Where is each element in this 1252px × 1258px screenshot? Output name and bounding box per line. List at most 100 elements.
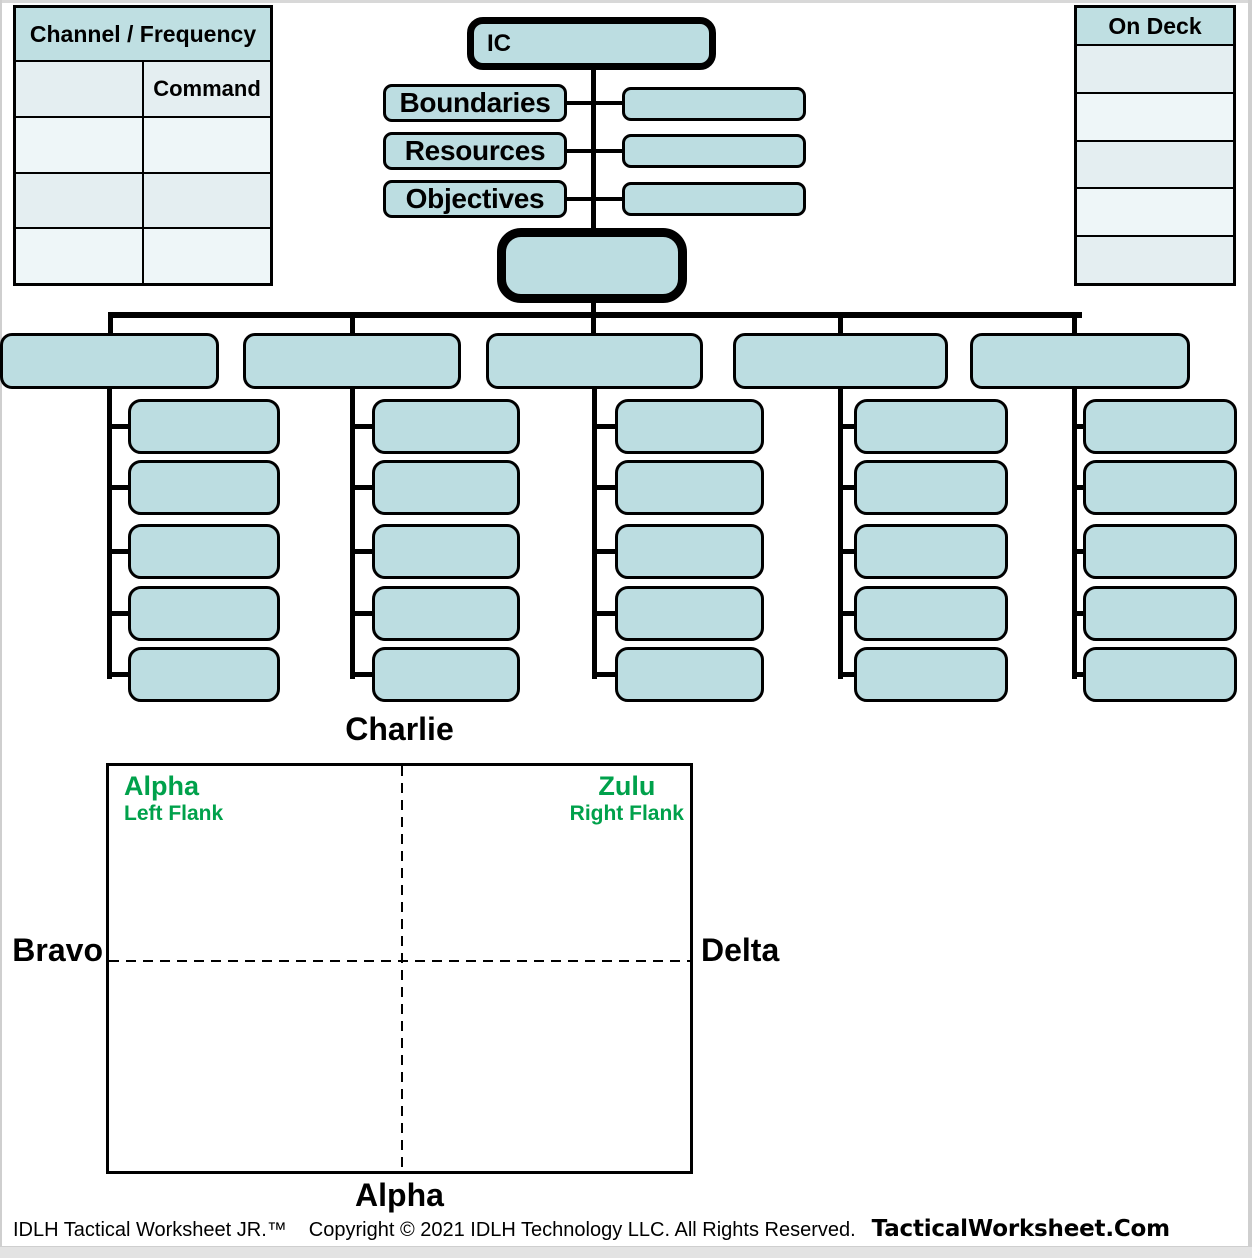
unit-box[interactable]: [372, 524, 520, 579]
connector-stub: [591, 312, 596, 336]
unit-box[interactable]: [1083, 399, 1237, 454]
building-sketch-area[interactable]: Alpha Left Flank Zulu Right Flank: [106, 763, 693, 1174]
division-box[interactable]: [486, 333, 703, 389]
org-column-3: [486, 333, 764, 705]
on-deck-slot[interactable]: [1077, 237, 1233, 283]
connector-stub: [350, 312, 355, 336]
unit-box[interactable]: [615, 586, 764, 641]
sector-subtitle: Right Flank: [569, 802, 684, 825]
unit-box[interactable]: [854, 524, 1008, 579]
command-spine-line: [591, 68, 596, 316]
page-bottom-bar: [0, 1246, 1252, 1258]
connector-stub: [354, 549, 372, 554]
connector-stub: [1076, 611, 1083, 616]
connector-stub: [596, 549, 615, 554]
side-label-charlie: Charlie: [345, 711, 454, 747]
assignment-cell[interactable]: [144, 174, 270, 228]
org-trunk-line: [592, 387, 597, 679]
division-box[interactable]: [243, 333, 461, 389]
on-deck-slot[interactable]: [1077, 189, 1233, 238]
connector-stub: [354, 424, 372, 429]
table-row: [16, 229, 270, 283]
table-row: [16, 173, 270, 230]
resources-field[interactable]: [622, 134, 806, 168]
assignment-cell[interactable]: [144, 118, 270, 172]
connector-stub: [842, 549, 854, 554]
unit-box[interactable]: [128, 399, 280, 454]
connector-stub: [354, 672, 372, 677]
division-box[interactable]: [0, 333, 219, 389]
connector-stub: [596, 672, 615, 677]
boundaries-field[interactable]: [622, 87, 806, 121]
unit-box[interactable]: [1083, 460, 1237, 515]
channel-cell[interactable]: [16, 62, 144, 116]
unit-box[interactable]: [372, 586, 520, 641]
connector-stub: [842, 672, 854, 677]
boundaries-label: Boundaries: [383, 84, 567, 122]
org-column-5: [970, 333, 1237, 705]
unit-box[interactable]: [854, 647, 1008, 702]
unit-box[interactable]: [1083, 647, 1237, 702]
unit-box[interactable]: [372, 460, 520, 515]
channel-frequency-table: Channel / Frequency Command: [13, 5, 273, 286]
org-trunk-line: [1072, 387, 1077, 679]
side-label-delta: Delta: [701, 932, 780, 968]
page-border-top: [0, 0, 1252, 3]
unit-box[interactable]: [615, 460, 764, 515]
on-deck-slot[interactable]: [1077, 46, 1233, 94]
org-column-1: [0, 333, 280, 705]
connector-stub: [111, 485, 128, 490]
unit-box[interactable]: [128, 524, 280, 579]
unit-box[interactable]: [854, 586, 1008, 641]
sector-label-zulu-right-flank: Zulu Right Flank: [570, 771, 684, 827]
org-column-2: [243, 333, 520, 705]
on-deck-slot[interactable]: [1077, 93, 1233, 142]
unit-box[interactable]: [128, 586, 280, 641]
unit-box[interactable]: [1083, 586, 1237, 641]
channel-cell[interactable]: [16, 117, 144, 172]
brand-wordmark: TacticalWorksheet.Com: [871, 1216, 1170, 1242]
page-border-left: [0, 0, 2, 1258]
org-trunk-line: [838, 387, 843, 679]
resources-label: Resources: [383, 132, 567, 170]
connector-line: [565, 101, 625, 105]
command-assignment-box[interactable]: [497, 228, 687, 303]
unit-box[interactable]: [854, 399, 1008, 454]
objectives-field[interactable]: [622, 182, 806, 216]
unit-box[interactable]: [372, 399, 520, 454]
channel-cell[interactable]: [16, 173, 144, 228]
division-box[interactable]: [733, 333, 948, 389]
on-deck-body: [1077, 46, 1233, 283]
unit-box[interactable]: [128, 647, 280, 702]
unit-box[interactable]: [615, 524, 764, 579]
horizontal-divider-dashed: [109, 960, 690, 962]
org-trunk-line: [350, 387, 355, 679]
copyright-text: Copyright © 2021 IDLH Technology LLC. Al…: [308, 1219, 856, 1241]
objectives-label: Objectives: [383, 180, 567, 218]
sector-name: Alpha: [124, 771, 200, 801]
on-deck-header: On Deck: [1077, 8, 1233, 46]
connector-stub: [1076, 424, 1083, 429]
connector-stub: [842, 485, 854, 490]
unit-box[interactable]: [615, 647, 764, 702]
connector-stub: [596, 485, 615, 490]
unit-box[interactable]: [1083, 524, 1237, 579]
on-deck-table: On Deck: [1074, 5, 1236, 286]
org-column-4: [733, 333, 1008, 705]
assignment-cell[interactable]: [144, 229, 270, 283]
sector-label-alpha-left-flank: Alpha Left Flank: [124, 771, 223, 827]
connector-stub: [842, 424, 854, 429]
division-box[interactable]: [970, 333, 1190, 389]
unit-box[interactable]: [128, 460, 280, 515]
connector-line: [565, 149, 625, 153]
unit-box[interactable]: [615, 399, 764, 454]
side-label-alpha: Alpha: [355, 1177, 444, 1213]
channel-cell[interactable]: [16, 229, 144, 283]
on-deck-slot[interactable]: [1077, 141, 1233, 190]
unit-box[interactable]: [372, 647, 520, 702]
assignment-cell[interactable]: Command: [153, 75, 261, 101]
unit-box[interactable]: [854, 460, 1008, 515]
vertical-divider-dashed: [401, 766, 403, 1171]
ic-box[interactable]: IC: [467, 17, 716, 70]
channel-frequency-header: Channel / Frequency: [16, 8, 270, 62]
